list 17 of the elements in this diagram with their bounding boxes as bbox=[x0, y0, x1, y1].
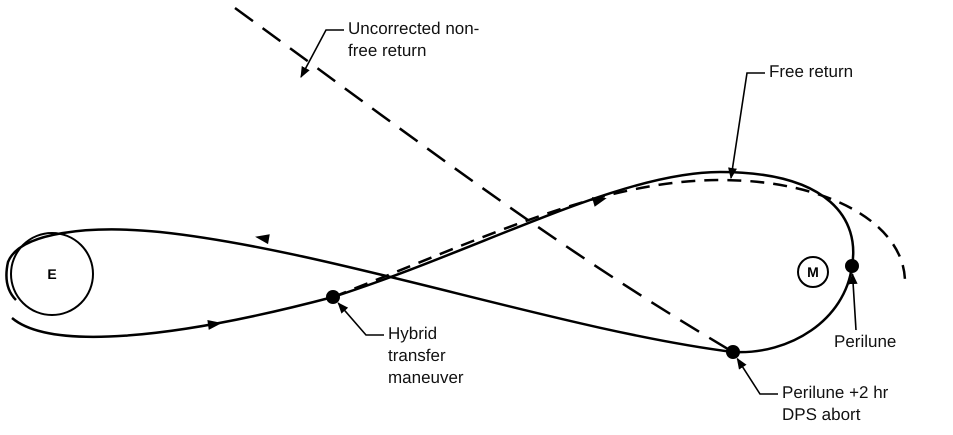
perilune-point bbox=[845, 259, 859, 273]
callout-label: Hybrid transfer maneuver bbox=[388, 323, 465, 389]
leader-line bbox=[848, 272, 858, 331]
abort-point bbox=[726, 345, 740, 359]
leader-line bbox=[300, 29, 344, 78]
body-label: M bbox=[807, 264, 819, 280]
maneuver-point bbox=[326, 290, 340, 304]
callout-label: Uncorrected non-free return bbox=[348, 18, 480, 62]
earth-circle bbox=[10, 232, 94, 316]
callout-label: Perilune bbox=[834, 331, 898, 353]
moon-circle bbox=[797, 256, 829, 288]
callout-label: Free return bbox=[769, 61, 854, 83]
leader-line bbox=[736, 358, 778, 395]
leader-line bbox=[728, 72, 765, 180]
callout-label: Perilune +2 hr DPS abort bbox=[782, 382, 890, 426]
leader-line bbox=[338, 302, 384, 336]
body-label: E bbox=[47, 266, 57, 282]
